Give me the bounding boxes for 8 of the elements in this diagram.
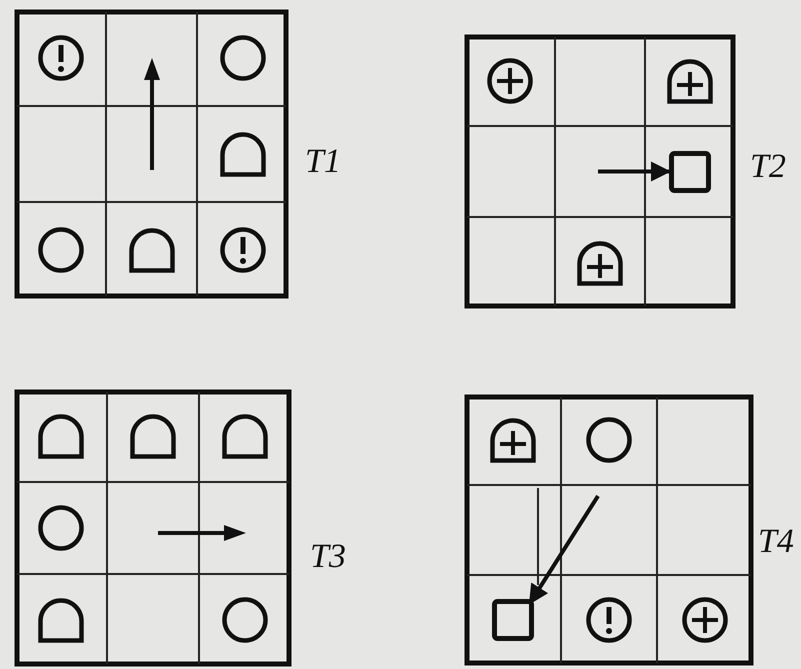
grid-label: T4 [758,525,794,559]
arrow [528,494,600,605]
grid-label: T1 [305,145,341,179]
square-symbol [492,599,534,641]
grid-label: T3 [310,540,346,574]
grid-label: T2 [750,150,786,184]
square-symbol [669,150,711,192]
arrow [598,162,671,182]
